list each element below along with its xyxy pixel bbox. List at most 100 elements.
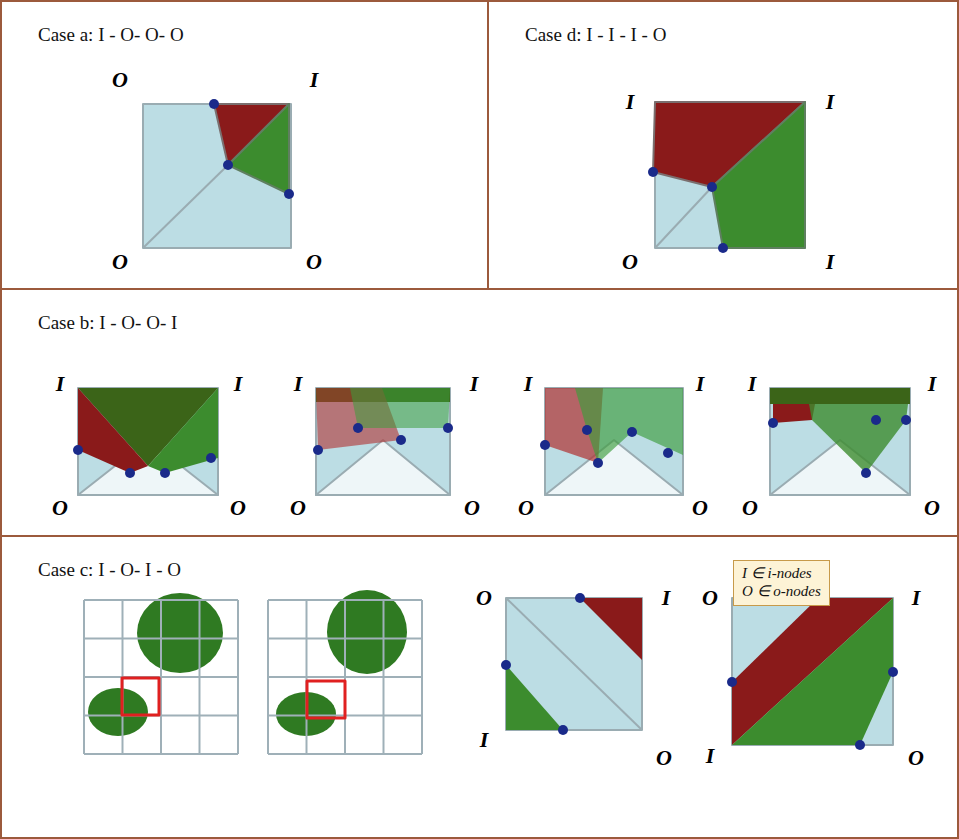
figure-polygon	[712, 102, 805, 248]
figure-polygon	[350, 388, 450, 428]
figure-ellipse	[137, 593, 223, 673]
corner-label: I	[696, 371, 705, 397]
figure-circle	[73, 445, 83, 455]
corner-label: O	[622, 249, 638, 275]
corner-label: I	[480, 727, 489, 753]
figure-rect	[732, 598, 893, 745]
legend-box: I ∈ i-nodesO ∈ o-nodes	[733, 560, 830, 606]
figure-circle	[313, 445, 323, 455]
corner-label: I	[912, 585, 921, 611]
corner-label: I	[826, 89, 835, 115]
figure-line	[268, 676, 422, 678]
corner-label: I	[234, 371, 243, 397]
figure-line	[84, 753, 238, 755]
case-b-figure	[316, 388, 450, 495]
corner-label: O	[290, 495, 306, 521]
case-panel: Case a: I - O- O- O	[0, 0, 489, 290]
figure-circle	[627, 427, 637, 437]
figure-line	[421, 600, 423, 754]
case-panel: Case b: I - O- O- I	[0, 288, 959, 537]
corner-label: O	[656, 745, 672, 771]
figure-circle	[209, 99, 219, 109]
figure-line	[268, 753, 422, 755]
case-b-figure	[770, 388, 910, 495]
figure-circle	[284, 189, 294, 199]
figure-circle	[888, 667, 898, 677]
corner-label: I	[626, 89, 635, 115]
corner-label: I	[310, 67, 319, 93]
corner-label: O	[518, 495, 534, 521]
figure-circle	[125, 468, 135, 478]
figure-circle	[558, 725, 568, 735]
case-c-figure	[732, 598, 893, 745]
figure-line	[506, 598, 642, 730]
figure-polygon	[732, 598, 893, 745]
corner-label: O	[692, 495, 708, 521]
case-b-figure	[545, 388, 683, 495]
figure-circle	[223, 160, 233, 170]
corner-label: O	[742, 495, 758, 521]
corner-label: I	[294, 371, 303, 397]
case-title: Case a: I - O- O- O	[38, 24, 184, 46]
figure-circle	[582, 425, 592, 435]
case-title: Case d: I - I - I - O	[525, 24, 666, 46]
figure-polygon	[506, 665, 563, 730]
figure-line	[84, 715, 238, 717]
figure-circle	[727, 677, 737, 687]
figure-polygon	[732, 598, 893, 745]
figure-circle	[871, 415, 881, 425]
corner-label: I	[470, 371, 479, 397]
figure-circle	[861, 468, 871, 478]
corner-label: O	[230, 495, 246, 521]
corner-label: O	[52, 495, 68, 521]
figure-circle	[593, 458, 603, 468]
legend-text: I ∈ i-nodes	[742, 564, 821, 582]
figure-line	[199, 600, 201, 754]
case-panel: Case d: I - I - I - O	[487, 0, 959, 290]
corner-label: O	[112, 249, 128, 275]
corner-label: I	[748, 371, 757, 397]
case-title: Case c: I - O- I - O	[38, 559, 181, 581]
corner-label: O	[702, 585, 718, 611]
figure-rect	[545, 388, 683, 495]
figure-circle	[206, 453, 216, 463]
case-a-figure	[143, 104, 291, 248]
case-d-figure	[653, 102, 805, 248]
figure-rect	[770, 388, 910, 404]
case-title: Case b: I - O- O- I	[38, 312, 177, 334]
figure-line	[84, 676, 238, 678]
corner-label: I	[662, 585, 671, 611]
corner-label: O	[908, 745, 924, 771]
figure-polygon	[580, 598, 642, 660]
figure-circle	[707, 182, 717, 192]
figure-circle	[648, 167, 658, 177]
corner-label: O	[464, 495, 480, 521]
corner-label: I	[524, 371, 533, 397]
figure-ellipse	[327, 590, 407, 674]
figure-rect	[78, 388, 218, 495]
figure-circle	[540, 440, 550, 450]
figure-circle	[718, 243, 728, 253]
figure-rect	[770, 388, 910, 495]
figure-circle	[353, 423, 363, 433]
figure-polygon	[78, 388, 148, 473]
corner-label: O	[924, 495, 940, 521]
figure-circle	[396, 435, 406, 445]
figure-line	[143, 165, 228, 248]
vertex-dots	[73, 99, 911, 750]
corner-label: I	[826, 249, 835, 275]
figure-rect	[143, 104, 291, 248]
case-b-figure	[78, 388, 218, 495]
figure-polygon	[148, 388, 218, 473]
figure-rect	[307, 681, 345, 718]
figure-polygon	[316, 440, 450, 495]
corner-label: I	[56, 371, 65, 397]
figure-circle	[443, 423, 453, 433]
figure-line	[237, 600, 239, 754]
figure-rect	[316, 388, 450, 495]
figure-circle	[160, 468, 170, 478]
figure-line	[383, 600, 385, 754]
figure-circle	[901, 415, 911, 425]
corner-label: I	[706, 743, 715, 769]
